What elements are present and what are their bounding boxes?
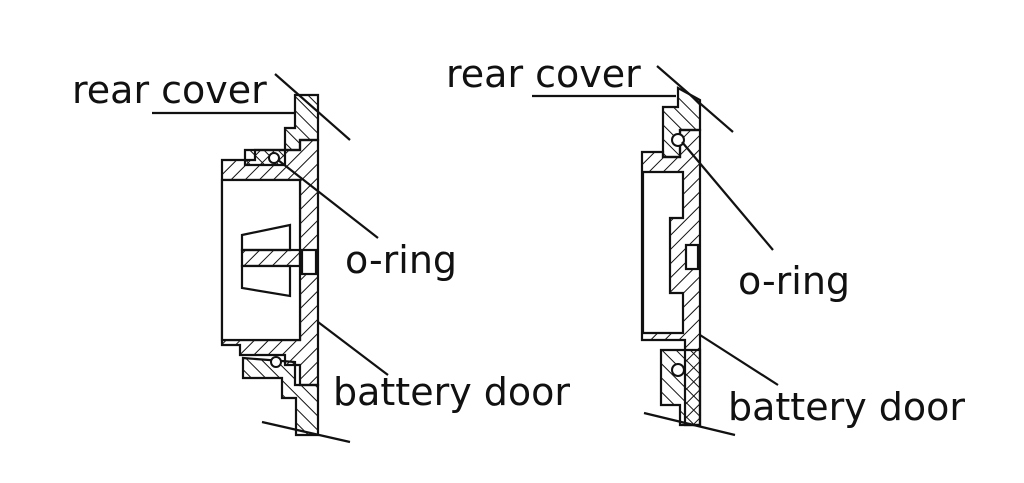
- left-diagram: rear cover o-ring battery door: [72, 68, 570, 444]
- left-o-ring-leader: [277, 159, 379, 239]
- right-bottom-break-line: [643, 411, 736, 437]
- right-battery-door-label: battery door: [728, 385, 965, 429]
- right-cavity: [641, 170, 685, 335]
- left-center-rib: [240, 248, 302, 268]
- left-slot: [300, 248, 318, 276]
- right-top-break-line: [656, 65, 734, 133]
- right-o-ring-top: [671, 133, 685, 147]
- right-diagram: rear cover o-ring battery door: [446, 52, 965, 437]
- left-o-ring-label: o-ring: [345, 238, 457, 282]
- right-o-ring-bottom: [671, 363, 685, 377]
- right-rear-cover-bottom: [659, 348, 702, 427]
- left-rear-cover-label: rear cover: [72, 68, 267, 112]
- left-center-boss-lower: [240, 264, 292, 298]
- left-battery-door-label: battery door: [333, 370, 570, 414]
- left-o-ring-top: [268, 152, 280, 164]
- left-top-break-line: [274, 73, 351, 141]
- left-o-ring-bottom: [270, 356, 282, 368]
- right-o-ring-leader: [681, 141, 774, 251]
- right-battery-door-leader: [699, 334, 779, 386]
- right-rear-cover-label: rear cover: [446, 52, 641, 96]
- left-battery-door-leader: [317, 321, 389, 376]
- left-bottom-break-line: [261, 420, 351, 444]
- left-rear-cover-bottom: [241, 356, 320, 437]
- right-o-ring-label: o-ring: [738, 259, 850, 303]
- right-slot: [684, 243, 700, 271]
